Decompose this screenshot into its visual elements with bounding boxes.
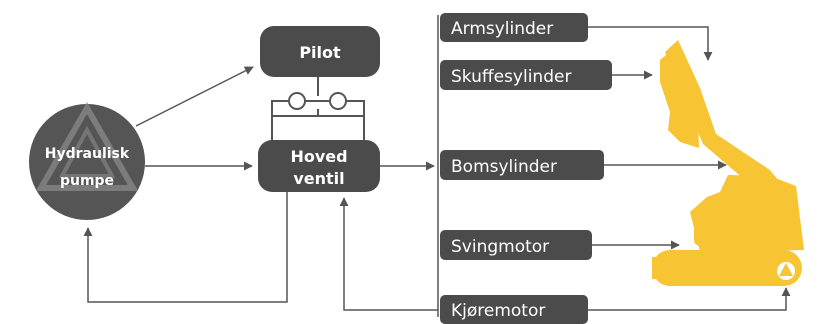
actuator-label: Bomsylinder [451, 157, 557, 177]
pump-label-line2: pumpe [60, 173, 114, 189]
main-valve-label-line2: ventil [293, 169, 344, 188]
excavator-arm [665, 40, 778, 186]
main-valve-box: Hoved ventil [258, 140, 380, 192]
main-valve-label-line1: Hoved [290, 147, 347, 166]
pilot-label: Pilot [299, 43, 341, 62]
pump-label-line1: Hydraulisk [45, 146, 130, 162]
kjoremotor-arrow [588, 287, 791, 311]
actuator-skuffesylinder: Skuffesylinder [440, 60, 612, 90]
pilot-box: Pilot [260, 26, 380, 77]
feedback-line-arrow [339, 197, 438, 311]
actuator-bomsylinder: Bomsylinder [440, 150, 604, 180]
excavator-icon [652, 40, 804, 286]
pump-to-pilot-arrow [135, 66, 254, 127]
actuator-svingmotor: Svingmotor [440, 230, 592, 260]
actuator-label: Kjøremotor [451, 301, 545, 321]
armsylinder-arrow [588, 26, 713, 61]
hydraulic-pump: Hydraulisk pumpe [29, 101, 145, 220]
return-line-arrow [83, 192, 288, 303]
excavator-bucket [660, 50, 699, 148]
pilot-valve-symbol [271, 77, 365, 140]
actuator-label: Svingmotor [451, 237, 549, 257]
excavator-track [652, 250, 802, 286]
actuator-label: Armsylinder [451, 19, 553, 39]
actuator-label: Skuffesylinder [451, 67, 571, 87]
actuator-kjoremotor: Kjøremotor [440, 295, 588, 324]
actuator-armsylinder: Armsylinder [440, 13, 588, 42]
triangle-logo-icon [35, 101, 139, 191]
